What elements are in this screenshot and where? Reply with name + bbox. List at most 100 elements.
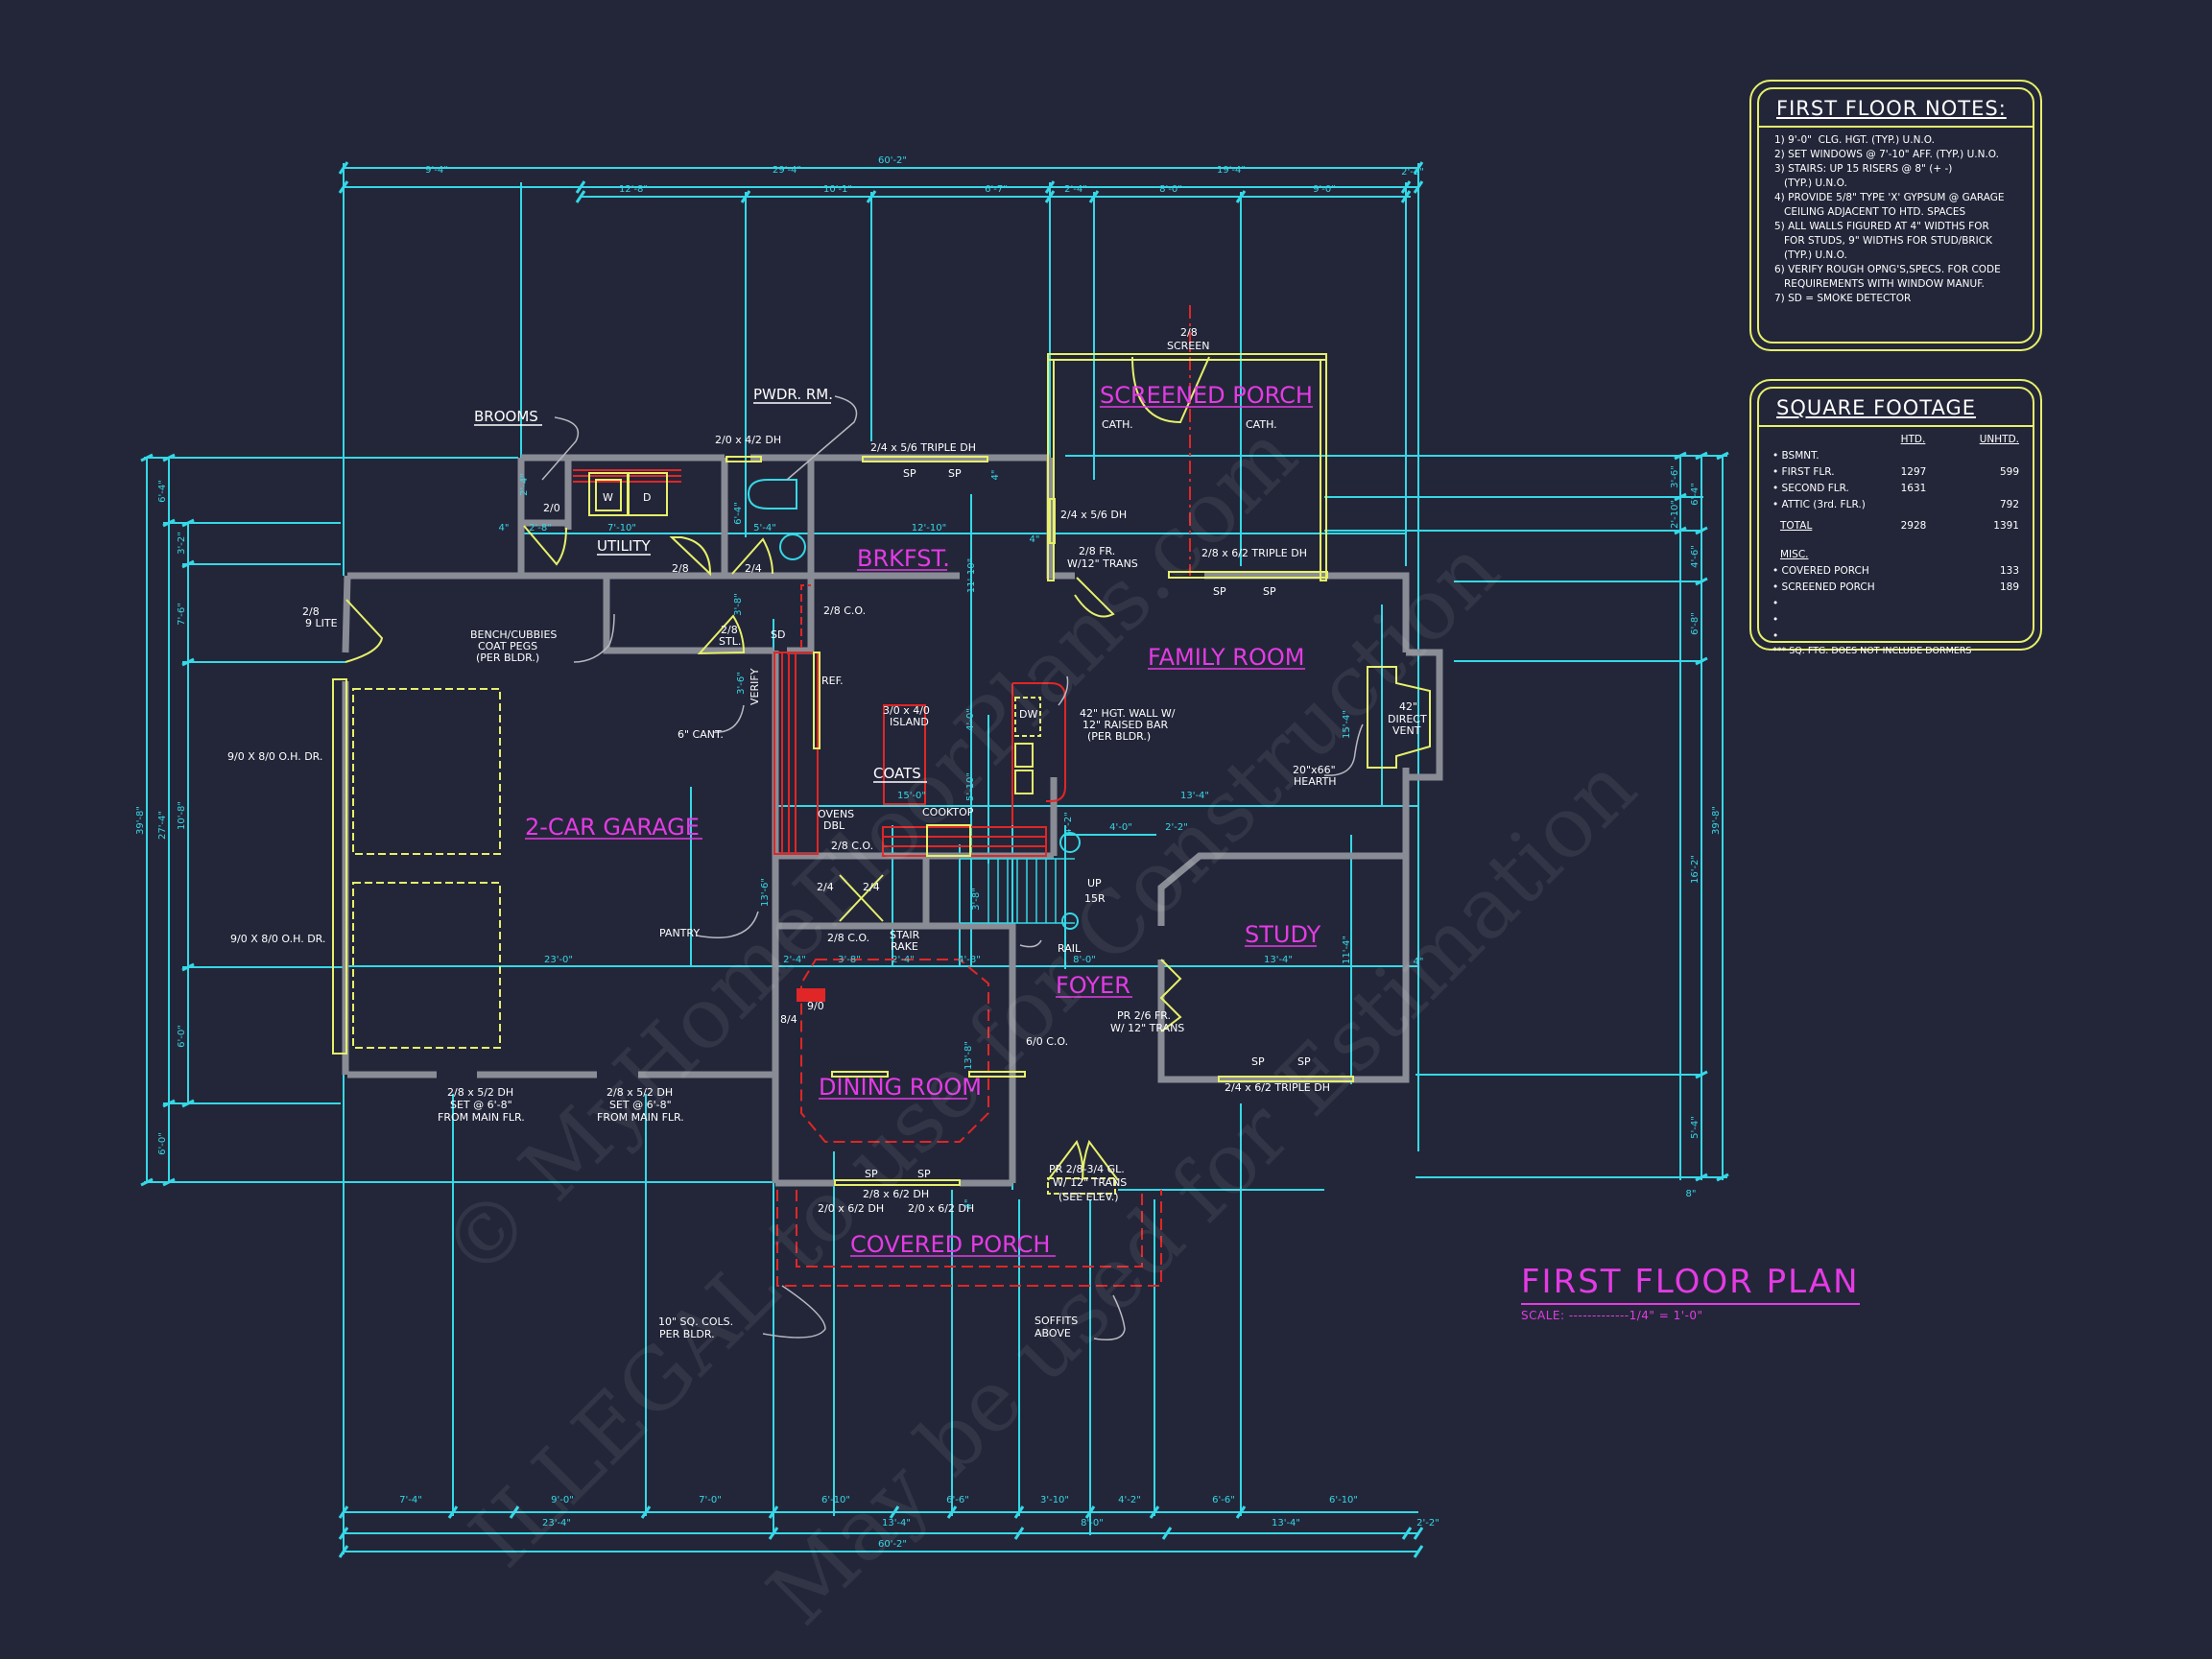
sqft-cell-unhtd: 599	[1999, 465, 2019, 478]
dim-int: 4'-0"	[965, 708, 976, 731]
dim-top: 8'-0"	[1159, 184, 1182, 195]
cooktop-label: COOKTOP	[922, 806, 974, 818]
note-item: 2) SET WINDOWS @ 7'-10" AFF. (TYP.) U.N.…	[1774, 149, 1999, 160]
sqft-misc-row: •	[1772, 628, 2019, 644]
door-fr-size: 2/8 FR.	[1079, 545, 1115, 557]
island-size: 3/0 x 4/0	[883, 704, 930, 717]
sqft-misc-spacer	[1901, 595, 1961, 611]
room-label-brkfst: BRKFST.	[857, 545, 950, 572]
columns-1: 10" SQ. COLS.	[658, 1315, 733, 1328]
sp-label: SP	[1297, 1055, 1311, 1068]
dim-int: 13'-4"	[1180, 791, 1209, 801]
dim-int: 11'-10"	[966, 558, 977, 593]
sqft-cell-htd	[1901, 447, 1961, 463]
dim-right: 6'-8"	[1690, 612, 1701, 635]
garage-win1-b: SET @ 6'-8"	[450, 1099, 512, 1111]
room-label-foyer: FOYER	[1056, 972, 1130, 999]
pantry-label: PANTRY	[659, 927, 700, 939]
note-item: 7) SD = SMOKE DETECTOR	[1774, 293, 1912, 304]
sp-label: SP	[1251, 1055, 1265, 1068]
dim-top: 2'-2"	[1401, 167, 1424, 178]
dim-int: 15'-0"	[897, 791, 926, 801]
bench-line2: COAT PEGS	[478, 640, 537, 652]
dim-int: 4"	[1030, 534, 1040, 545]
garage-win2-b: SET @ 6'-8"	[609, 1099, 672, 1111]
ovens-line2: DBL	[823, 819, 845, 832]
sqft-cell-label: • ATTIC (3rd. FLR.)	[1772, 498, 1866, 510]
label-underlines	[474, 402, 1317, 1257]
dim-int: 4"	[499, 523, 510, 533]
dim-int: 2'-4"	[519, 473, 530, 496]
dim-bottom: 6'-6"	[946, 1495, 969, 1505]
sqft-misc-spacer	[1901, 628, 1961, 644]
note-item: (TYP.) U.N.O.	[1774, 249, 1847, 261]
co-pantry-top: 2/8 C.O.	[831, 840, 873, 852]
garage-win1-a: 2/8 x 5/2 DH	[447, 1086, 513, 1099]
dim-left: 3'-2"	[177, 532, 187, 555]
dim-int: 2'-8"	[529, 523, 552, 533]
dim-right: 2'-10"	[1670, 500, 1680, 529]
washer-label: W	[603, 491, 613, 504]
oh-door-2: 9/0 X 8/0 O.H. DR.	[230, 933, 325, 945]
dim-bottom: 13'-4"	[1272, 1518, 1300, 1529]
leader-lines	[541, 395, 1364, 1340]
door-broom: 2/0	[543, 502, 560, 514]
sp-label: SP	[903, 467, 916, 480]
dim-right-overall: 39'-8"	[1711, 806, 1722, 835]
sqft-cell-label: • SECOND FLR.	[1772, 482, 1849, 494]
sp-label: SP	[948, 467, 962, 480]
dining-win-3: 2/0 x 6/2 DH	[908, 1202, 974, 1215]
window-porch-side: 2/4 x 5/6 DH	[1060, 509, 1127, 521]
sqft-total-htd: 2928	[1900, 519, 1927, 532]
room-label-covered-porch: COVERED PORCH	[850, 1231, 1050, 1258]
soffit-2: ABOVE	[1035, 1327, 1071, 1339]
sqft-cell-htd	[1901, 496, 1961, 512]
window-family: 2/8 x 6/2 TRIPLE DH	[1201, 547, 1307, 559]
dim-bottom: 23'-4"	[542, 1518, 571, 1529]
dim-left: 10'-8"	[177, 801, 187, 830]
drawing-title-block: FIRST FLOOR PLAN SCALE: -------------1/4…	[1521, 1263, 1860, 1322]
sqft-misc-label: • SCREENED PORCH	[1772, 581, 1875, 593]
co-pantry-bot: 2/8 C.O.	[827, 932, 869, 944]
fireplace-3: VENT	[1392, 724, 1421, 737]
sqft-misc-label: •	[1772, 597, 1779, 609]
sqft-inner: SQUARE FOOTAGE HTD. UNHTD. • BSMNT.• FIR…	[1757, 387, 2034, 656]
sqft-row: • BSMNT.	[1772, 447, 2019, 463]
garage-win1-c: FROM MAIN FLR.	[438, 1111, 525, 1124]
sqft-row: • ATTIC (3rd. FLR.)792	[1772, 496, 2019, 512]
sqft-col-htd: HTD.	[1900, 433, 1926, 445]
door-pantry-a: 2/4	[817, 881, 834, 893]
note-item: 1) 9'-0" CLG. HGT. (TYP.) U.N.O.	[1774, 134, 1935, 146]
screen-door-label: SCREEN	[1167, 340, 1209, 352]
dim-left: 6'-4"	[157, 480, 168, 503]
notes-inner: FIRST FLOOR NOTES: 1) 9'-0" CLG. HGT. (T…	[1757, 87, 2034, 344]
plumbing-fixtures	[747, 479, 1081, 930]
sqft-misc-label: •	[1772, 629, 1779, 642]
hearth-2: HEARTH	[1294, 775, 1337, 788]
sqft-misc-unhtd	[1960, 595, 2019, 611]
sqft-misc-label: • COVERED PORCH	[1772, 564, 1869, 577]
hearth-1: 20"x66"	[1293, 764, 1336, 776]
sqft-total-unhtd: 1391	[1993, 519, 2019, 532]
bar-line2: 12" RAISED BAR	[1082, 719, 1168, 731]
dim-int: 4"	[990, 470, 1001, 481]
dim-left-overall: 39'-8"	[135, 806, 146, 835]
sqft-footnote: *** SQ. FTG. DOES NOT INCLUDE DORMERS	[1772, 646, 1972, 656]
dim-int: 2'-4"	[783, 955, 806, 965]
dim-top: 9'-4"	[425, 165, 448, 176]
sqft-total-row: TOTAL 2928 1391	[1772, 512, 2019, 533]
dim-int: 12'-10"	[912, 523, 946, 533]
cath-left: CATH.	[1102, 418, 1133, 431]
dim-left: 27'-4"	[157, 811, 168, 840]
dim-int: 11'-4"	[1342, 936, 1352, 964]
ovens-line1: OVENS	[818, 808, 854, 820]
sqft-cell-htd: 1297	[1900, 465, 1927, 478]
sqft-cell-unhtd	[1960, 447, 2019, 463]
foyer-door-2: W/ 12" TRANS	[1110, 1022, 1184, 1034]
dim-top: 29'-4"	[773, 165, 801, 176]
sqft-misc-title: MISC.	[1780, 548, 1809, 560]
dim-right: 8"	[1686, 1189, 1697, 1199]
fireplace-1: 42"	[1399, 700, 1417, 713]
smoke-detector: SD	[771, 628, 785, 641]
